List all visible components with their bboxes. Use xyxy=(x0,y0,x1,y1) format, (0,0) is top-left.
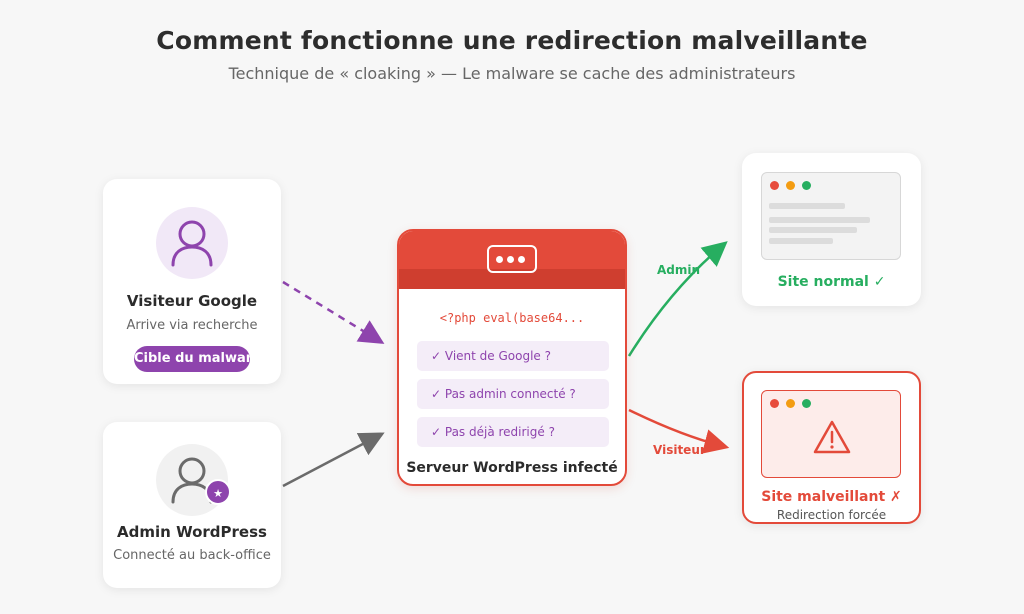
browser-window-icon xyxy=(761,172,901,260)
infected-server: <?php eval(base64... ✓ Vient de Google ?… xyxy=(397,229,627,486)
normal-site-label: Site normal ✓ xyxy=(777,274,886,290)
visitor-name: Visiteur Google xyxy=(126,292,258,310)
browser-window-icon xyxy=(761,390,901,478)
server-label: Serveur WordPress infecté xyxy=(406,460,618,476)
edge-label-admin: Admin xyxy=(657,263,701,277)
malicious-site-label: Site malveillant ✗ xyxy=(761,489,902,505)
malicious-site-sub: Redirection forcée xyxy=(776,508,887,522)
check-google: ✓ Vient de Google ? xyxy=(417,341,609,371)
admin-desc: Connecté au back-office xyxy=(113,548,271,563)
page-subtitle: Technique de « cloaking » — Le malware s… xyxy=(228,64,796,83)
visitor-to-server-arrow xyxy=(282,280,385,344)
server-header xyxy=(399,231,625,289)
page-title: Comment fonctionne une redirection malve… xyxy=(156,26,868,55)
check-not-redirected: ✓ Pas déjà redirigé ? xyxy=(417,417,609,447)
user-icon xyxy=(156,207,228,279)
normal-site-card: Site normal ✓ xyxy=(742,153,921,306)
server-to-bad-arrow xyxy=(628,408,730,454)
visitor-card: Visiteur Google Arrive via recherche Cib… xyxy=(103,179,281,384)
check-not-admin: ✓ Pas admin connecté ? xyxy=(417,379,609,409)
warning-icon xyxy=(812,419,852,459)
malware-target-badge: Cible du malware xyxy=(134,346,250,372)
admin-to-server-arrow xyxy=(282,432,385,488)
malicious-code: <?php eval(base64... xyxy=(439,311,585,325)
malicious-site-card: Site malveillant ✗ Redirection forcée xyxy=(742,371,921,524)
server-to-normal-arrow xyxy=(627,241,728,357)
visitor-desc: Arrive via recherche xyxy=(126,318,258,333)
admin-card: ★ Admin WordPress Connecté au back-offic… xyxy=(103,422,281,588)
edge-label-visitor: Visiteur xyxy=(653,443,706,457)
admin-name: Admin WordPress xyxy=(117,523,267,541)
terminal-icon xyxy=(487,245,537,273)
star-icon: ★ xyxy=(205,479,231,505)
